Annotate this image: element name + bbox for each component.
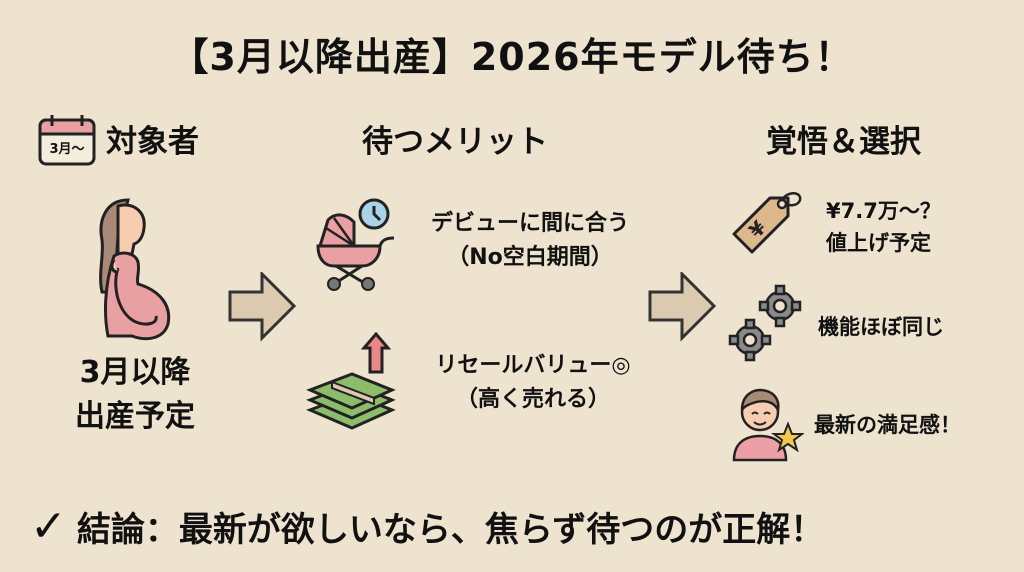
price-line2: 値上げ予定 — [826, 231, 931, 255]
money-up-arrow-icon — [306, 332, 396, 432]
features-same-text: 機能ほぼ同じ — [818, 315, 944, 339]
arrow-right-icon — [228, 272, 298, 342]
merit-2-line2: （高く売れる） — [455, 387, 610, 412]
merit-1-line2: （No空白期間） — [447, 245, 613, 270]
heading-target: 対象者 — [106, 124, 199, 160]
heading-choice: 覚悟＆選択 — [766, 124, 921, 160]
conclusion-text: 結論：最新が欲しいなら、焦らず待つのが正解！ — [76, 510, 825, 550]
merit-1-line1: デビューに間に合う — [430, 211, 629, 236]
target-label-line1: 3月以降 — [79, 355, 191, 390]
pregnant-woman-icon — [88, 196, 178, 346]
gears-icon — [728, 284, 804, 364]
calendar-icon-text: 3月〜 — [49, 142, 85, 157]
price-line1: ¥7.7万〜？ — [826, 199, 941, 223]
arrow-right-icon — [648, 272, 718, 342]
page-title: 【3月以降出産】2026年モデル待ち！ — [170, 35, 854, 79]
conclusion: ✓ 結論：最新が欲しいなら、焦らず待つのが正解！ — [30, 502, 824, 551]
stroller-clock-icon — [314, 196, 400, 292]
calendar-icon — [38, 114, 96, 166]
target-label-line2: 出産予定 — [75, 399, 195, 434]
yen-price-tag-icon: ¥ — [730, 190, 806, 262]
merit-2-line1: リセールバリュー◎ — [435, 353, 631, 378]
latest-satisfaction-text: 最新の満足感！ — [814, 413, 961, 437]
heading-merits: 待つメリット — [362, 124, 548, 160]
happy-person-star-icon — [730, 384, 804, 462]
checkmark-icon: ✓ — [30, 500, 67, 552]
